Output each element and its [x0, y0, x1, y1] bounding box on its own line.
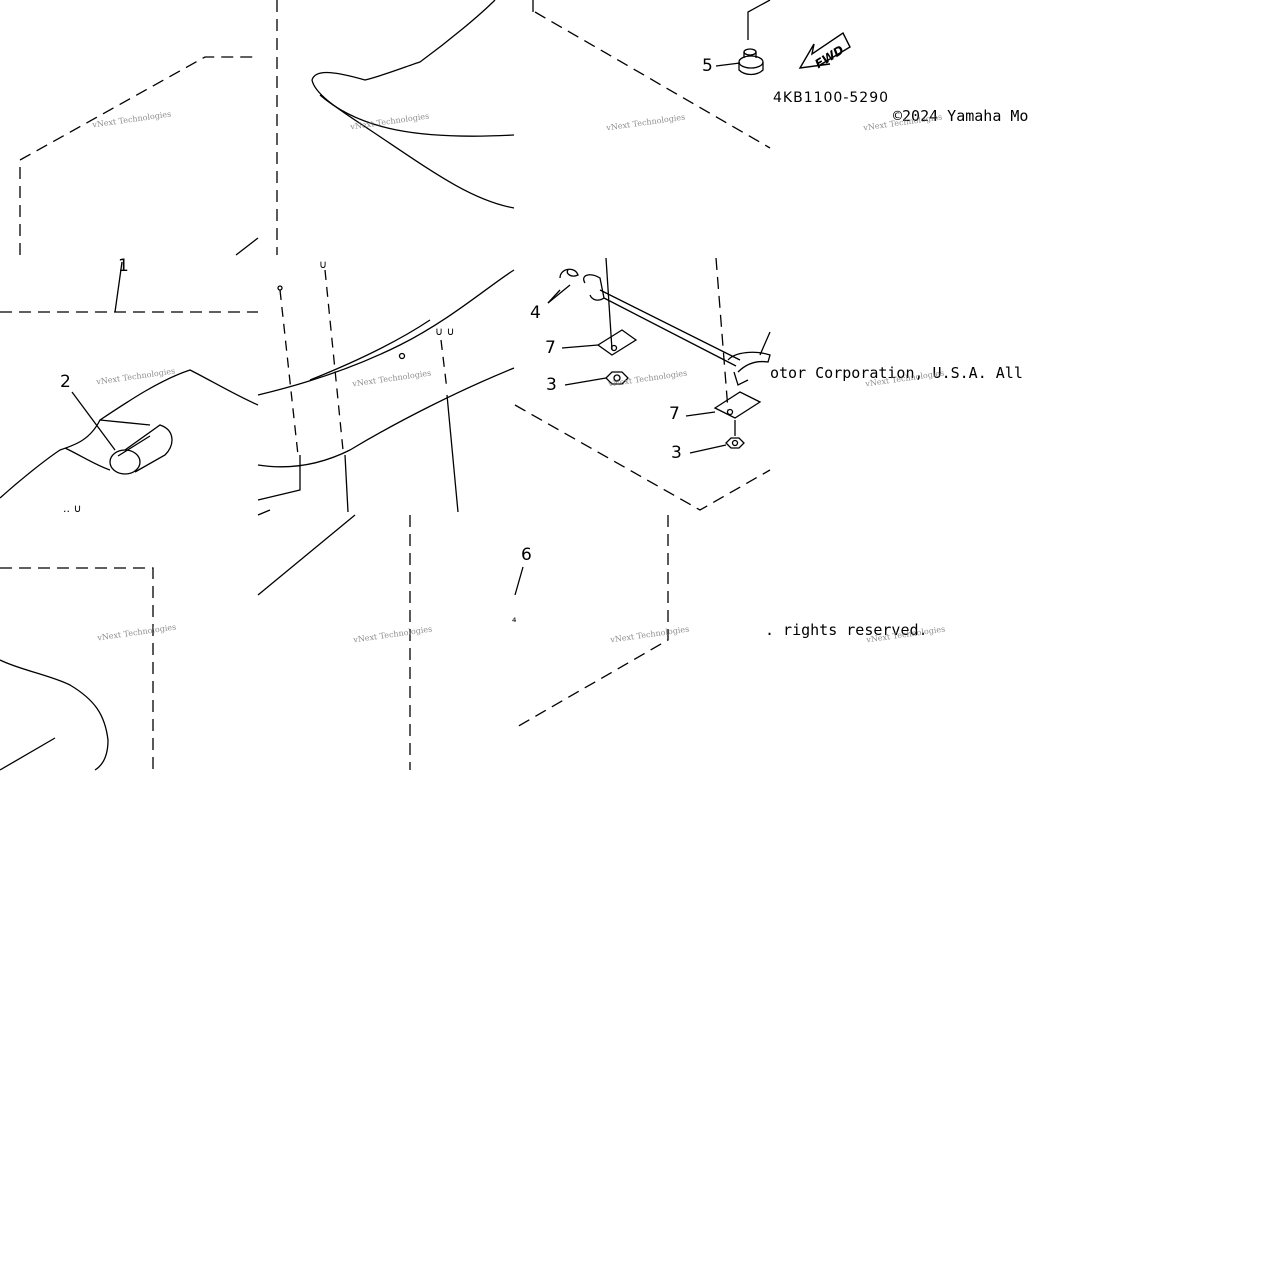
callout-6: 6	[521, 545, 532, 565]
seat-base-curve	[257, 269, 515, 396]
seat-rod-left	[605, 257, 613, 351]
dashed-rod-mid	[324, 269, 344, 451]
seat-outline-top	[311, 0, 515, 209]
seat-rod-right	[715, 257, 729, 411]
spring-clip-part4	[547, 268, 579, 304]
dashed-rod-left	[279, 289, 299, 456]
leader-part5	[747, 0, 771, 40]
clip-mark: ∪	[319, 258, 327, 271]
leader-3b	[689, 444, 727, 454]
dashed-outline-tile6	[514, 404, 771, 511]
latch-bracket	[727, 331, 771, 386]
plate-part7-lower	[713, 391, 762, 419]
hole-mark	[398, 352, 406, 360]
dashed-outline-tile3	[534, 11, 771, 149]
seat-cushion-lower	[0, 659, 109, 771]
part6-mark: ₄	[512, 612, 517, 625]
nut-part3-upper	[605, 371, 629, 385]
callout-7-upper: 7	[545, 338, 556, 358]
leader-1	[114, 261, 123, 313]
seat-front-curve	[319, 94, 515, 137]
leader-5	[715, 62, 741, 67]
rod-line-2	[446, 394, 459, 513]
hook-bracket	[583, 274, 605, 301]
fwd-arrow-icon	[798, 31, 851, 69]
callout-7-lower: 7	[669, 404, 680, 424]
seat-diagonal	[257, 509, 356, 596]
seat-lower-curve	[257, 367, 515, 468]
callout-3-upper: 3	[546, 375, 557, 395]
seat-edge-line	[235, 237, 259, 256]
dashed-outline-tile1	[19, 56, 258, 255]
seat-inner-line	[0, 737, 56, 771]
rubber-bumper-part5	[738, 48, 764, 76]
dashed-outline-tile9	[514, 515, 669, 729]
hole-mark-2	[277, 285, 283, 291]
leader-6	[514, 566, 524, 596]
callout-2: 2	[60, 372, 71, 392]
leader-3a	[564, 377, 607, 386]
clip-mark-2: ∪ ∪	[435, 325, 455, 338]
callout-5: 5	[702, 56, 713, 76]
seat-upper-curve	[309, 319, 431, 381]
dashed-rod-right	[440, 339, 448, 391]
leader-2	[71, 391, 116, 451]
rod-line	[344, 454, 349, 513]
copyright-line-2: otor Corporation, U.S.A. All	[770, 364, 1023, 382]
leader-7b	[685, 411, 716, 417]
nut-part3-lower	[725, 420, 745, 449]
copyright-line-1: ©2024 Yamaha Mo	[893, 107, 1029, 125]
seat-hinge-part2	[0, 369, 259, 499]
copyright-line-3: . rights reserved.	[765, 621, 928, 639]
cross-bar	[599, 289, 741, 367]
hinge-mark: .. ∪	[63, 502, 82, 515]
leader-4	[547, 289, 561, 304]
dashed-outline-tile7	[0, 567, 154, 770]
callout-1: 1	[118, 256, 129, 276]
bracket-line	[257, 455, 301, 501]
callout-4: 4	[530, 303, 541, 323]
callout-3-lower: 3	[671, 443, 682, 463]
plate-part7-upper	[596, 329, 638, 356]
leader-7a	[561, 344, 599, 349]
part-code: 4KB1100-5290	[773, 90, 890, 106]
